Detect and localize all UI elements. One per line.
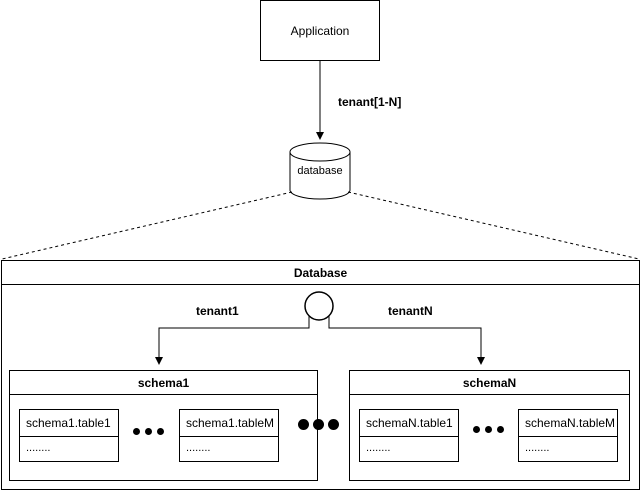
application-label: Application [290, 23, 350, 38]
table-name: schemaN.table1 [360, 410, 458, 437]
branch-label-tenantN: tenantN [388, 304, 433, 318]
table-box: schemaN.table1 ........ [359, 409, 459, 462]
table-box: schema1.table1 ........ [19, 409, 119, 462]
table-rows-placeholder: ........ [366, 442, 391, 454]
ellipsis-dots [473, 426, 504, 433]
zoom-line-left [1, 191, 293, 260]
database-cylinder-icon [289, 142, 351, 200]
table-name: schema1.table1 [20, 410, 118, 437]
schema-title: schema1 [10, 371, 317, 395]
table-rows-placeholder: ........ [525, 442, 550, 454]
schema-ellipsis-dots [298, 419, 339, 430]
branch-label-tenant1: tenant1 [196, 304, 239, 318]
branch-arrow-left [155, 316, 310, 365]
router-circle [304, 291, 334, 321]
database-icon-label: database [297, 165, 343, 177]
table-name: schema1.tableM [180, 410, 278, 437]
branch-arrow-right [328, 316, 485, 365]
connection-label: tenant[1-N] [338, 95, 402, 109]
table-box: schemaN.tableM ........ [518, 409, 618, 462]
table-name: schemaN.tableM [519, 410, 617, 437]
database-container: Database [1, 260, 640, 490]
schema-title: schemaN [350, 371, 629, 395]
application-box: Application [260, 0, 380, 61]
database-container-title: Database [2, 261, 639, 285]
ellipsis-dots [133, 428, 164, 435]
table-box: schema1.tableM ........ [179, 409, 279, 462]
zoom-line-right [347, 191, 640, 260]
table-rows-placeholder: ........ [186, 442, 211, 454]
table-rows-placeholder: ........ [26, 442, 51, 454]
